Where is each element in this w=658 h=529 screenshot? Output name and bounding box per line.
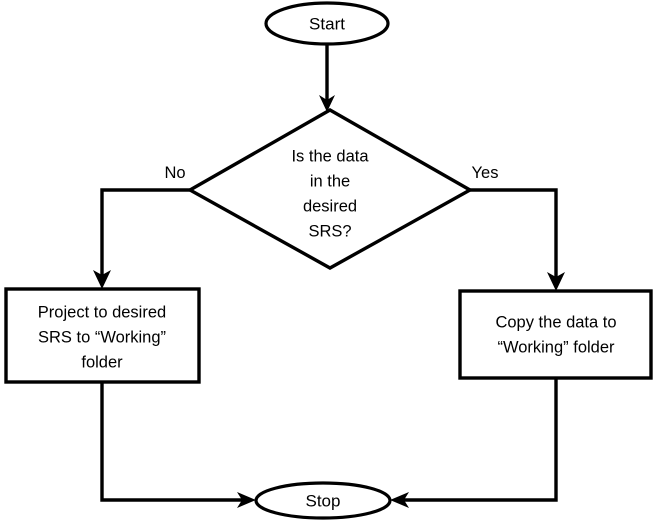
edge-label-yes: Yes [472,164,499,182]
decision-label-line-2: in the [310,172,350,190]
edge-start-to-decision [319,44,335,112]
node-stop[interactable]: Stop [254,481,392,520]
copy-box-label-line-1: Copy the data to [495,313,616,331]
node-copy-box[interactable]: Copy the data to “Working” folder [458,289,653,380]
node-project-box[interactable]: Project to desired SRS to “Working” fold… [4,287,201,384]
edge-decision-to-copy [470,188,565,291]
decision-label-line-4: SRS? [308,222,351,240]
decision-label-line-1: Is the data [291,147,369,165]
project-box-label-line-1: Project to desired [38,303,166,321]
copy-box-label-line-2: “Working” folder [497,338,615,356]
project-box-label-line-3: folder [81,353,123,371]
project-box-shape [4,287,201,384]
decision-label-line-3: desired [303,197,357,215]
stop-oval-shape [254,481,392,520]
start-oval-shape [264,1,390,46]
node-decision[interactable]: Is the data in the desired SRS? [186,108,474,270]
edge-project-to-stop [100,382,256,508]
edge-label-no: No [164,164,185,182]
stop-label: Stop [306,491,341,510]
node-start[interactable]: Start [264,1,390,46]
project-box-label-line-2: SRS to “Working” [38,328,166,346]
copy-box-shape [458,289,653,380]
edge-decision-to-project [93,188,190,289]
start-label: Start [309,14,345,33]
edge-copy-to-stop [390,378,558,508]
decision-diamond-shape [186,108,474,270]
